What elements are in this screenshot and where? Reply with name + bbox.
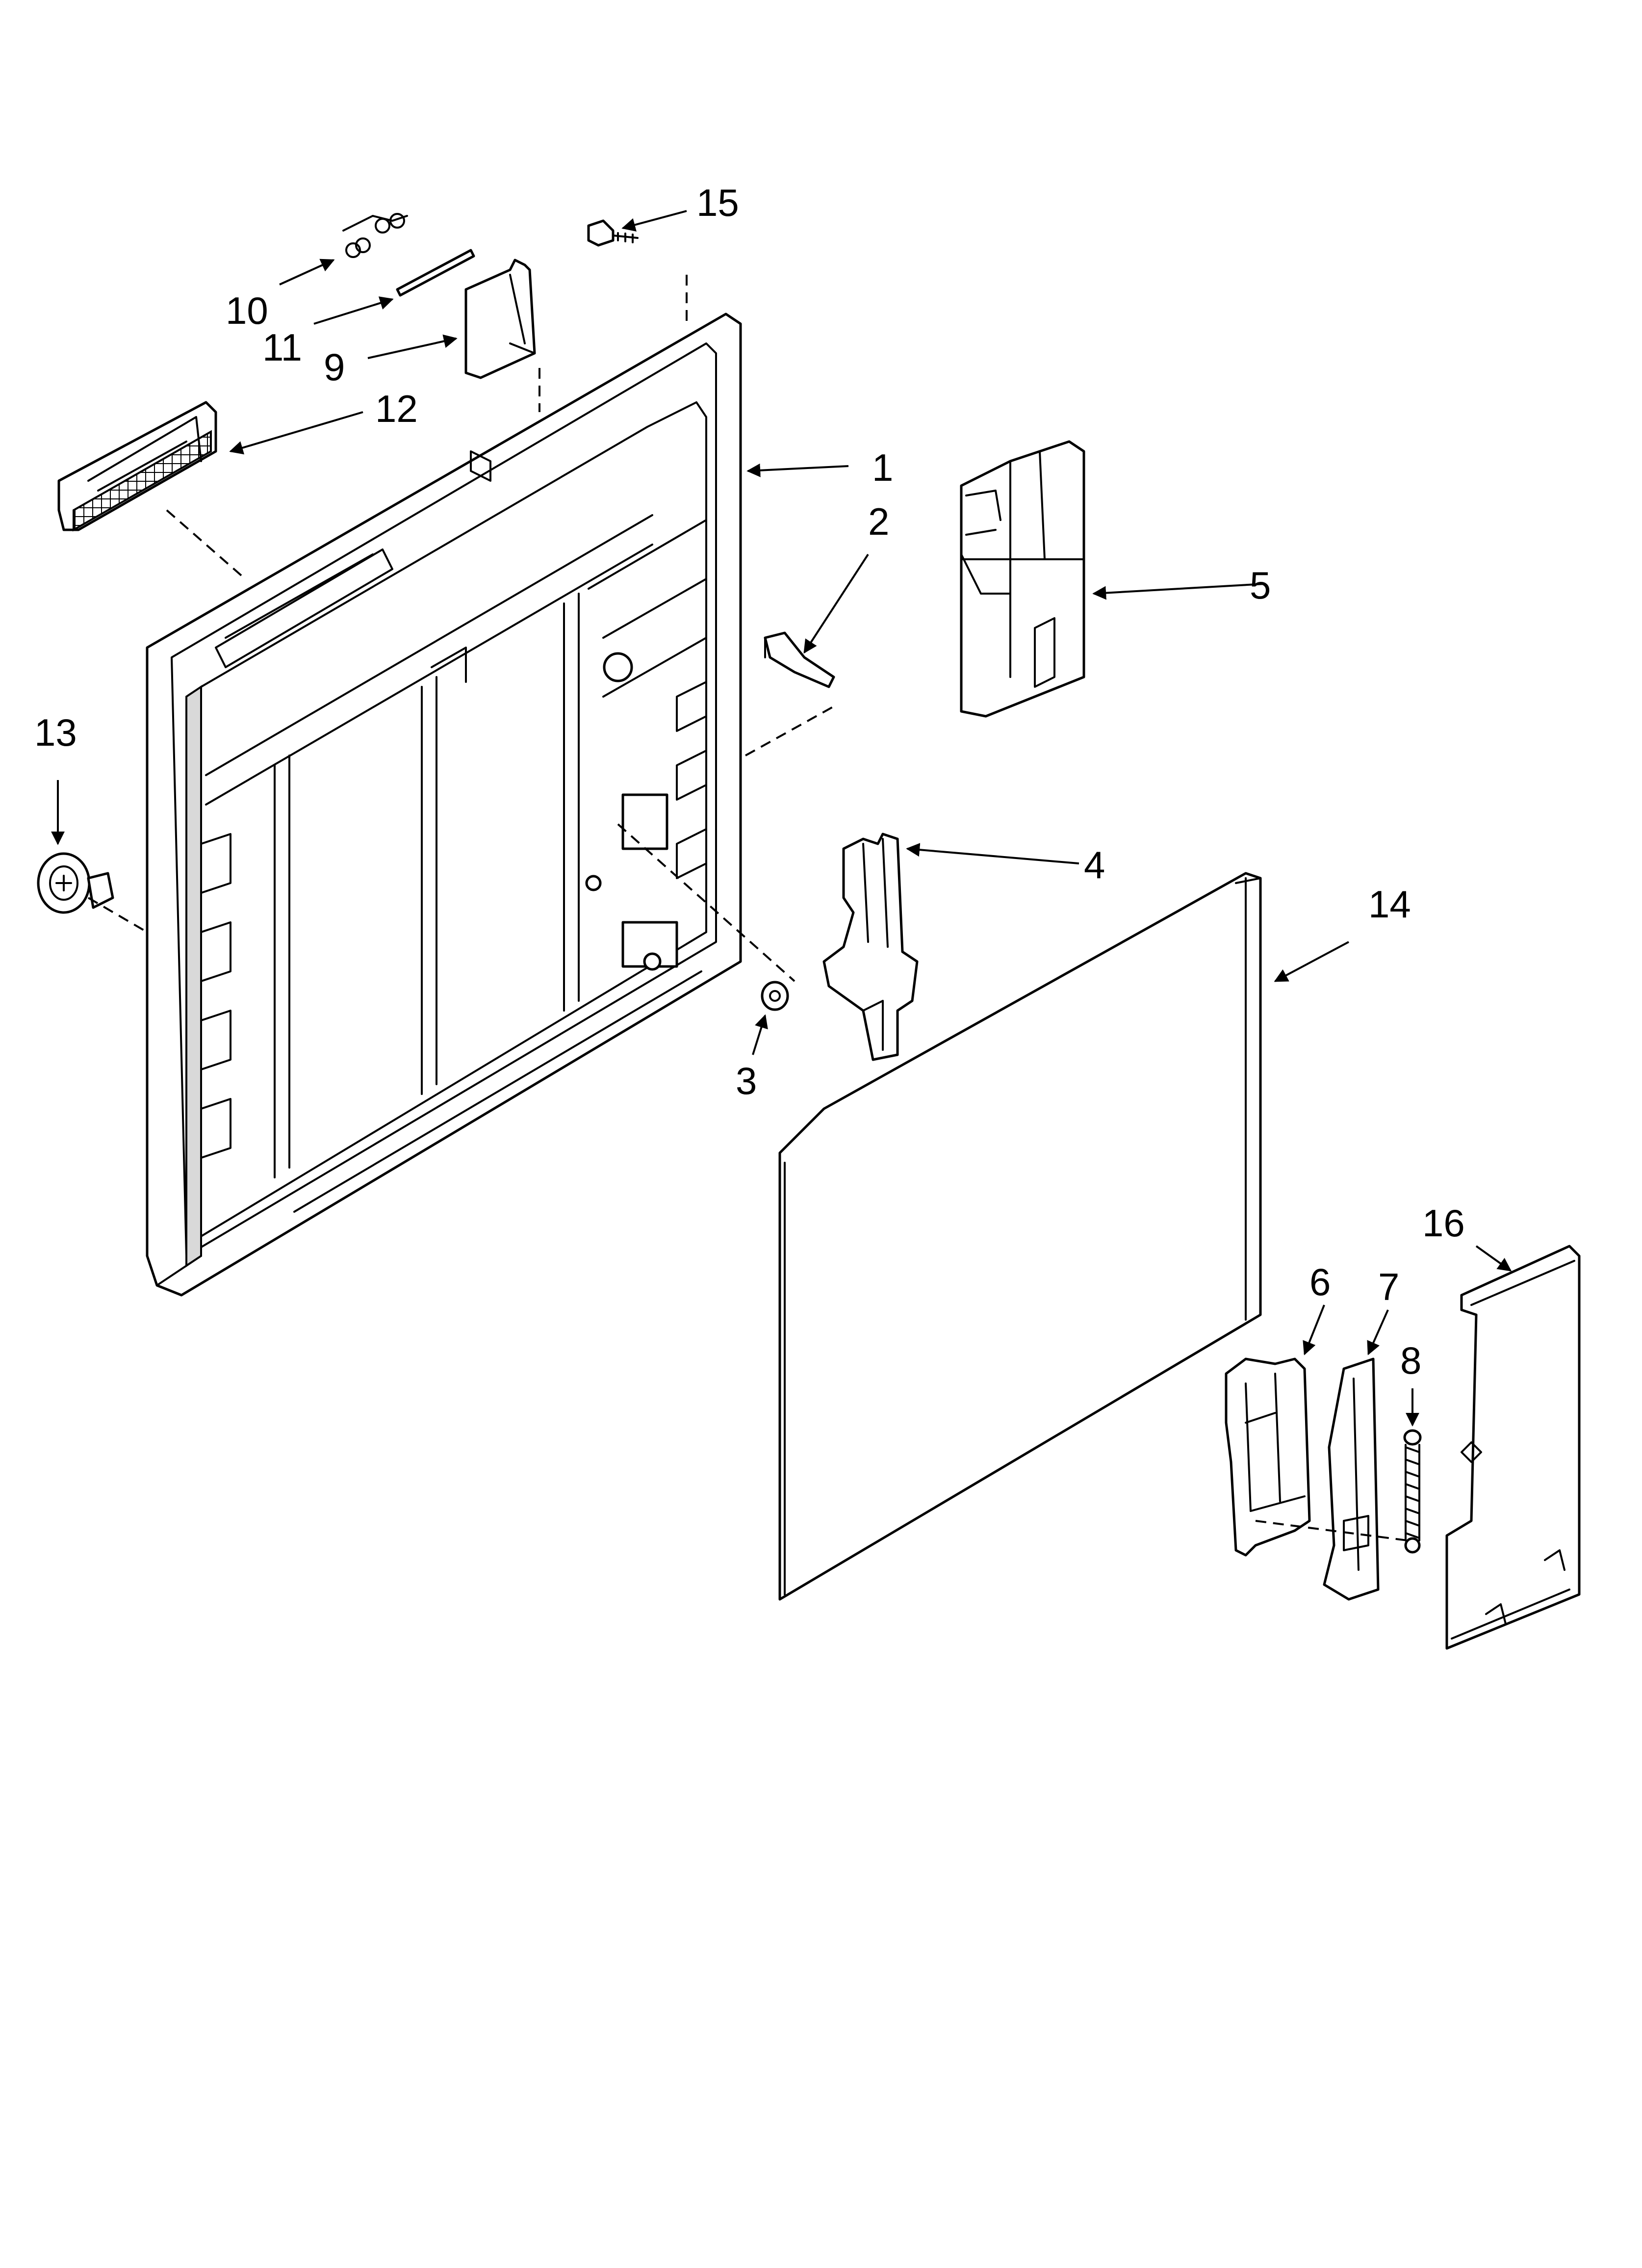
callout-11: 11	[262, 326, 302, 369]
cap-knob	[37, 852, 114, 914]
callout-1: 1	[872, 446, 893, 489]
callout-8: 8	[1400, 1339, 1421, 1382]
latch-slide	[1323, 1357, 1380, 1601]
side-trim	[1445, 1245, 1581, 1650]
callout-14: 14	[1368, 883, 1411, 926]
outer-door-panel	[778, 872, 1262, 1601]
cover-plate	[464, 259, 536, 379]
callout-2: 2	[868, 500, 889, 543]
latch-bracket	[822, 833, 919, 1061]
latch-pin	[764, 631, 835, 688]
callout-13: 13	[34, 711, 77, 754]
callout-4: 4	[1084, 843, 1105, 886]
callout-16: 16	[1422, 1201, 1465, 1245]
door-handle	[57, 401, 217, 532]
hinge-rod	[396, 249, 475, 297]
callouts: 1 2 3 4 5 6 7 8 9 10 11 12 13	[34, 181, 1512, 1427]
hinge-spring	[342, 213, 408, 258]
callout-3: 3	[736, 1059, 757, 1102]
callout-5: 5	[1250, 564, 1271, 607]
screw	[587, 219, 639, 247]
callout-12: 12	[375, 387, 418, 430]
callout-7: 7	[1378, 1265, 1399, 1308]
callout-15: 15	[696, 181, 739, 224]
bumper	[761, 981, 789, 1011]
control-housing	[960, 440, 1085, 718]
callout-9: 9	[324, 345, 345, 389]
latch-housing	[1225, 1357, 1311, 1557]
inner-door-panel	[146, 313, 742, 1297]
callout-10: 10	[226, 289, 268, 332]
assembly-lines	[87, 275, 1408, 1541]
callout-6: 6	[1309, 1260, 1331, 1303]
spring	[1403, 1429, 1422, 1554]
